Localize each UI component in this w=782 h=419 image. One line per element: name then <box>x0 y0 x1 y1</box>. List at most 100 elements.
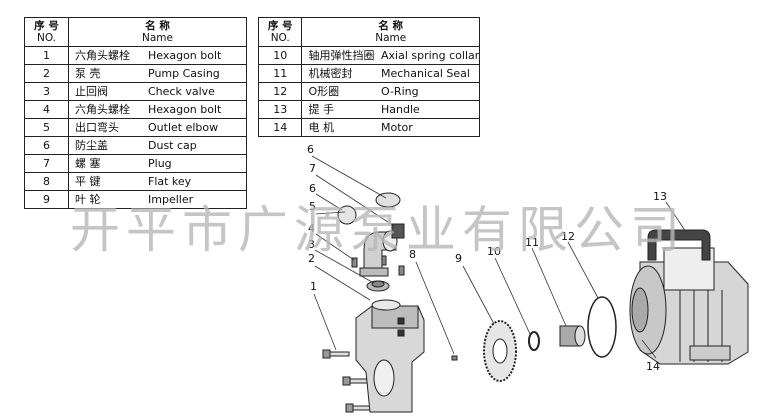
part-name: Check valve 止回阀 <box>68 82 247 101</box>
callout-7: 7 <box>309 162 316 175</box>
callout-5: 5 <box>309 200 316 213</box>
hexagon-bolt-lower <box>322 349 350 359</box>
part-name-en: Pump Casing <box>148 67 220 80</box>
header-name-zh: 名 称 <box>378 20 404 32</box>
callout-4: 4 <box>308 222 315 235</box>
part-name-en: Flat key <box>148 175 192 188</box>
dust-cap-top <box>375 192 401 208</box>
part-name-zh: 防尘盖 <box>75 139 108 152</box>
part-name-en: Motor <box>381 121 413 134</box>
callout-11: 11 <box>525 236 539 249</box>
part-name-zh: 螺 塞 <box>75 157 101 170</box>
callout-8: 8 <box>409 248 416 261</box>
part-name-en: Hexagon bolt <box>148 49 222 62</box>
part-name-zh: 泵 壳 <box>75 67 101 80</box>
part-name: Dust cap 防尘盖 <box>68 136 247 155</box>
o-ring <box>587 296 617 358</box>
impeller <box>483 320 517 382</box>
header-no-zh: 序 号 <box>34 20 59 32</box>
part-name-en: Impeller <box>148 193 194 206</box>
header-name: 名 称 Name <box>301 17 480 47</box>
leader-lines <box>311 155 687 359</box>
header-name: 名 称 Name <box>68 17 247 47</box>
part-name: Motor 电 机 <box>301 118 480 137</box>
hexagon-bolt-small-left <box>351 257 358 268</box>
header-no: 序 号 NO. <box>24 17 69 47</box>
handle <box>647 229 711 261</box>
dust-cap-left <box>337 205 357 225</box>
hexagon-bolt-small-right <box>398 265 405 276</box>
part-name-zh: O形圈 <box>308 85 340 98</box>
hexagon-bolt-mid <box>342 376 368 386</box>
callout-6-top: 6 <box>307 143 314 156</box>
header-name-zh: 名 称 <box>145 20 170 32</box>
table-header-row: 序 号 NO. 名 称 Name <box>257 17 480 47</box>
part-number: 12 <box>257 82 303 101</box>
motor <box>629 247 749 365</box>
part-number: 11 <box>257 64 303 83</box>
axial-spring-collar <box>528 331 540 351</box>
part-row: 11 Mechanical Seal 机械密封 <box>257 64 480 83</box>
part-row: 12 O-Ring O形圈 <box>257 82 480 101</box>
part-name-zh: 出口弯头 <box>75 121 119 134</box>
part-name-en: Plug <box>148 157 172 170</box>
part-name-zh: 六角头螺栓 <box>75 49 130 62</box>
part-name-en: O-Ring <box>381 85 419 98</box>
part-name-en: Dust cap <box>148 139 197 152</box>
part-name: Hexagon bolt 六角头螺栓 <box>68 46 247 65</box>
part-name-zh: 止回阀 <box>75 85 108 98</box>
part-name-zh: 平 键 <box>75 175 101 188</box>
check-valve <box>366 280 390 292</box>
part-name-en: Mechanical Seal <box>381 67 470 80</box>
part-name-en: Hexagon bolt <box>148 103 222 116</box>
part-number: 10 <box>257 46 303 65</box>
part-name-en: Handle <box>381 103 420 116</box>
parts-table-right: 序 号 NO. 名 称 Name 10 Axial spring collar 轴用… <box>257 17 480 137</box>
callout-1: 1 <box>310 280 317 293</box>
part-name: Mechanical Seal 机械密封 <box>301 64 480 83</box>
part-number: 14 <box>257 118 303 137</box>
callout-10: 10 <box>487 245 501 258</box>
part-name-zh: 机械密封 <box>308 67 353 80</box>
plug <box>391 223 405 239</box>
part-name-zh: 电 机 <box>308 121 334 134</box>
hexagon-bolt-bottom <box>345 403 371 413</box>
part-name-en: Outlet elbow <box>148 121 219 134</box>
part-name: Flat key 平 键 <box>68 172 247 191</box>
callout-13: 13 <box>653 190 667 203</box>
part-name: Hexagon bolt 六角头螺栓 <box>68 100 247 119</box>
part-name: Plug 螺 塞 <box>68 154 247 173</box>
part-name-zh: 提 手 <box>308 103 334 116</box>
part-name-zh: 轴用弹性挡圈 <box>308 49 375 62</box>
pump-casing <box>355 299 425 413</box>
header-name-en: Name <box>375 32 407 44</box>
mechanical-seal <box>559 325 586 347</box>
callout-12: 12 <box>561 230 575 243</box>
part-name-en: Axial spring collar <box>381 49 480 62</box>
part-row: 14 Motor 电 机 <box>257 118 480 137</box>
callout-3: 3 <box>308 238 315 251</box>
header-no-en: NO. <box>36 32 57 44</box>
callout-6-mid: 6 <box>309 182 316 195</box>
header-no-en: NO. <box>270 32 290 44</box>
header-no-zh: 序 号 <box>267 20 293 32</box>
header-no: 序 号 NO. <box>257 17 303 47</box>
callout-2: 2 <box>308 252 315 265</box>
part-name-zh: 六角头螺栓 <box>75 103 130 116</box>
flat-key <box>451 355 458 361</box>
outlet-elbow <box>359 230 398 277</box>
header-name-en: Name <box>142 32 173 44</box>
part-name-en: Check valve <box>148 85 215 98</box>
callout-9: 9 <box>455 252 462 265</box>
table-header-row: 序 号 NO. 名 称 Name <box>24 17 247 47</box>
